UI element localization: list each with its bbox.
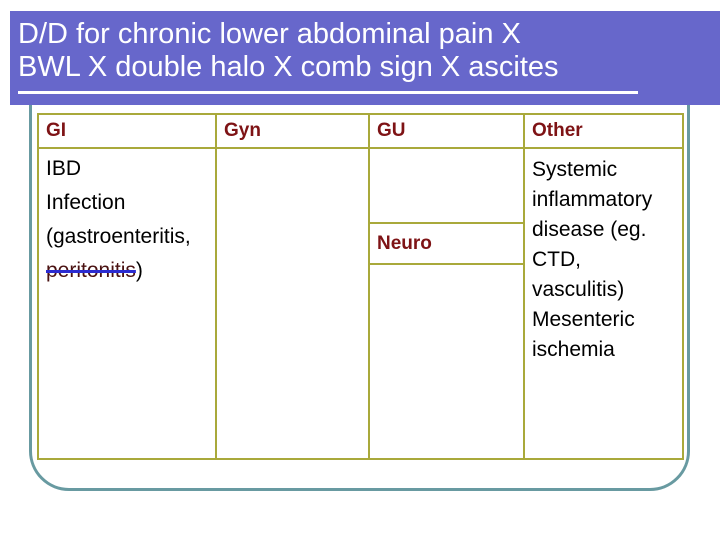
gi-item-gastroenteritis: (gastroenteritis, xyxy=(46,225,191,248)
table-cell-gu-empty-top xyxy=(368,147,525,224)
other-item-systemic-inflammatory: Systemic inflammatory disease (eg. CTD, … xyxy=(532,158,653,301)
title-underline xyxy=(18,91,638,94)
gi-item-infection: Infection xyxy=(46,191,126,214)
gi-item-paren-close: ) xyxy=(135,259,143,282)
table-cell-other-items: Systemic inflammatory disease (eg. CTD, … xyxy=(523,147,684,460)
table-row: Neuro xyxy=(38,222,683,265)
differential-diagnosis-table: GI Gyn GU Other IBD Infection (gastroent… xyxy=(37,113,684,460)
table-cell-gi-items: IBD Infection (gastroenteritis, peritoni… xyxy=(37,147,217,460)
ddx-table: GI Gyn GU Other IBD Infection (gastroent… xyxy=(37,113,684,460)
table-cell-gyn-empty xyxy=(215,147,370,460)
table-row: IBD Infection (gastroenteritis, peritoni… xyxy=(37,147,684,460)
sub-header-neuro: Neuro xyxy=(368,222,525,265)
table-header-row: GI Gyn GU Other xyxy=(37,113,684,149)
table-cell-gu-empty-bottom xyxy=(368,263,525,460)
struck-text-peritonitis: peritonitis xyxy=(46,259,136,282)
other-item-mesenteric-ischemia: Mesenteric ischemia xyxy=(532,308,635,361)
slide-title: D/D for chronic lower abdominal pain X B… xyxy=(18,18,559,83)
column-header-gyn: Gyn xyxy=(215,113,370,149)
column-header-gi: GI xyxy=(37,113,217,149)
title-bar: D/D for chronic lower abdominal pain X B… xyxy=(10,11,720,105)
gi-item-peritonitis-line: peritonitis) xyxy=(46,254,209,288)
gi-item-ibd: IBD xyxy=(46,157,82,180)
column-header-other: Other xyxy=(523,113,684,149)
table-row xyxy=(38,263,683,460)
column-header-gu: GU xyxy=(368,113,525,149)
